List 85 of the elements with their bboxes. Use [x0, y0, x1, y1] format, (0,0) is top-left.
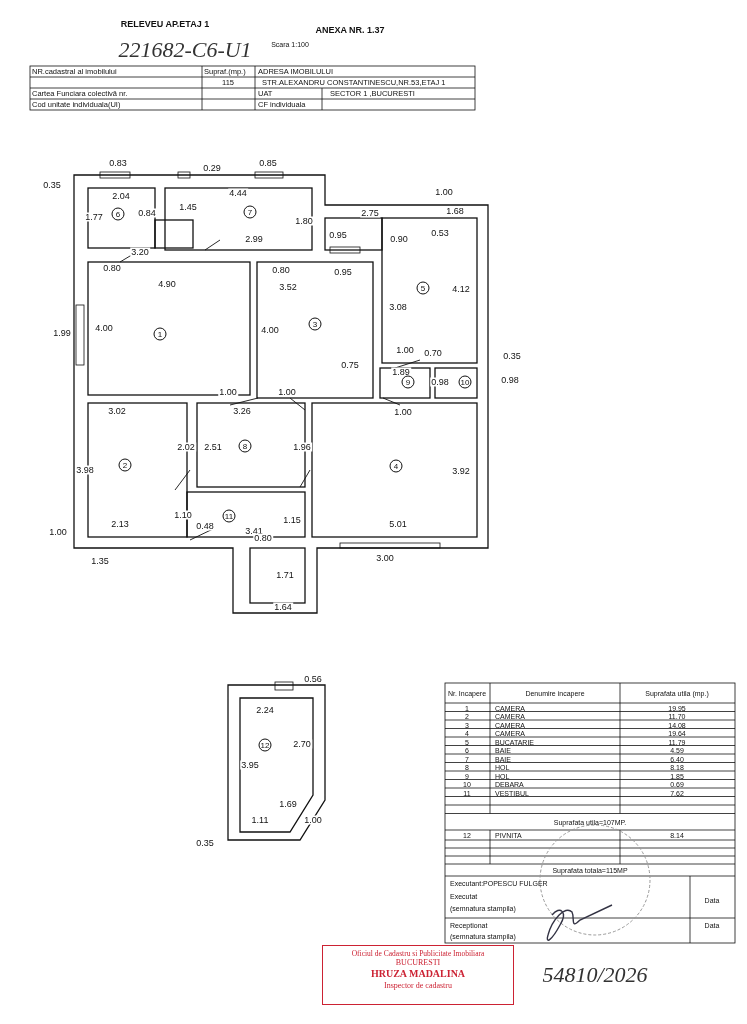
dimension-label: 1.89 [391, 367, 411, 377]
dimension-label: 1.00 [434, 187, 454, 197]
dimension-label: 0.70 [423, 348, 443, 358]
dimension-label: 0.48 [195, 521, 215, 531]
dimension-label: 1.71 [275, 570, 295, 580]
dimension-label: 1.00 [303, 815, 323, 825]
dimension-label: 3.52 [278, 282, 298, 292]
room-number: 3 [308, 317, 322, 331]
dimension-label: 0.80 [102, 263, 122, 273]
room-number: 5 [416, 281, 430, 295]
dimension-label: 0.56 [303, 674, 323, 684]
dimension-label: 1.45 [178, 202, 198, 212]
dimension-label: 2.04 [111, 191, 131, 201]
heading: RELEVEU AP.ETAJ 1 [120, 19, 210, 29]
heading: ANEXA NR. 1.37 [315, 25, 385, 35]
dimension-label: 0.85 [258, 158, 278, 168]
dimension-label: 3.20 [130, 247, 150, 257]
dimension-label: 1.96 [292, 442, 312, 452]
dimension-label: 0.90 [389, 234, 409, 244]
dimension-label: 3.00 [375, 553, 395, 563]
dimension-label: 2.02 [176, 442, 196, 452]
dimension-label: 3.95 [240, 760, 260, 770]
dimension-label: 0.95 [328, 230, 348, 240]
dimension-label: 2.99 [244, 234, 264, 244]
room-number: 7 [243, 205, 257, 219]
dimension-label: 0.35 [195, 838, 215, 848]
dimension-label: 3.26 [232, 406, 252, 416]
stamp-text: Inspector de cadastru [383, 980, 453, 991]
dimension-label: 0.98 [500, 375, 520, 385]
dimension-label: 0.83 [108, 158, 128, 168]
dimension-label: 4.90 [157, 279, 177, 289]
dimension-label: 3.92 [451, 466, 471, 476]
dimension-label: 1.11 [250, 815, 270, 825]
stamp-box [322, 945, 514, 1005]
dimension-label: 1.64 [273, 602, 293, 612]
dimension-label: 2.13 [110, 519, 130, 529]
handwritten-note: 221682-C6-U1 [118, 39, 252, 61]
dimension-label: 3.02 [107, 406, 127, 416]
dimension-label: 1.00 [277, 387, 297, 397]
dimension-label: 3.08 [388, 302, 408, 312]
dimension-label: 2.75 [360, 208, 380, 218]
dimension-label: 0.80 [271, 265, 291, 275]
dimension-label: 0.75 [340, 360, 360, 370]
handwritten-note: 54810/2026 [542, 964, 648, 986]
dimension-label: 0.80 [253, 533, 273, 543]
room-number: 8 [238, 439, 252, 453]
dimension-label: 4.12 [451, 284, 471, 294]
dimension-label: 1.68 [445, 206, 465, 216]
dimension-label: 1.10 [173, 510, 193, 520]
room-number: 6 [111, 207, 125, 221]
stamp-text: HRUZA MADALINA [369, 968, 467, 981]
dimension-label: 0.84 [137, 208, 157, 218]
room-number: 10 [458, 375, 472, 389]
dimension-label: 4.00 [94, 323, 114, 333]
room-number: 4 [389, 459, 403, 473]
dimension-label: 1.00 [395, 345, 415, 355]
dimension-label: 1.80 [294, 216, 314, 226]
dimension-label: 1.15 [282, 515, 302, 525]
dimension-label: 5.01 [388, 519, 408, 529]
dimension-label: 0.35 [502, 351, 522, 361]
dimension-label: 0.98 [430, 377, 450, 387]
dimension-label: 0.95 [333, 267, 353, 277]
room-number: 2 [118, 458, 132, 472]
dimension-label: 4.44 [228, 188, 248, 198]
dimension-label: 0.53 [430, 228, 450, 238]
dimension-label: 2.51 [203, 442, 223, 452]
room-number: 1 [153, 327, 167, 341]
dimension-label: 3.98 [75, 465, 95, 475]
dimension-label: 3.41 [244, 526, 264, 536]
dimension-label: 0.35 [42, 180, 62, 190]
dimension-label: 4.00 [260, 325, 280, 335]
dimension-label: 2.24 [255, 705, 275, 715]
dimension-label: 1.00 [393, 407, 413, 417]
room-number: 9 [401, 375, 415, 389]
dimension-label: 1.00 [48, 527, 68, 537]
dimension-label: 1.35 [90, 556, 110, 566]
dimension-label: 1.69 [278, 799, 298, 809]
dimension-label: 1.77 [84, 212, 104, 222]
dimension-label: 1.99 [52, 328, 72, 338]
dimension-label: 2.70 [292, 739, 312, 749]
dimension-label: 0.29 [202, 163, 222, 173]
room-number: 11 [222, 509, 236, 523]
dimension-label: 1.00 [218, 387, 238, 397]
room-number: 12 [258, 738, 272, 752]
stamp-text: BUCURESTI [394, 958, 442, 969]
